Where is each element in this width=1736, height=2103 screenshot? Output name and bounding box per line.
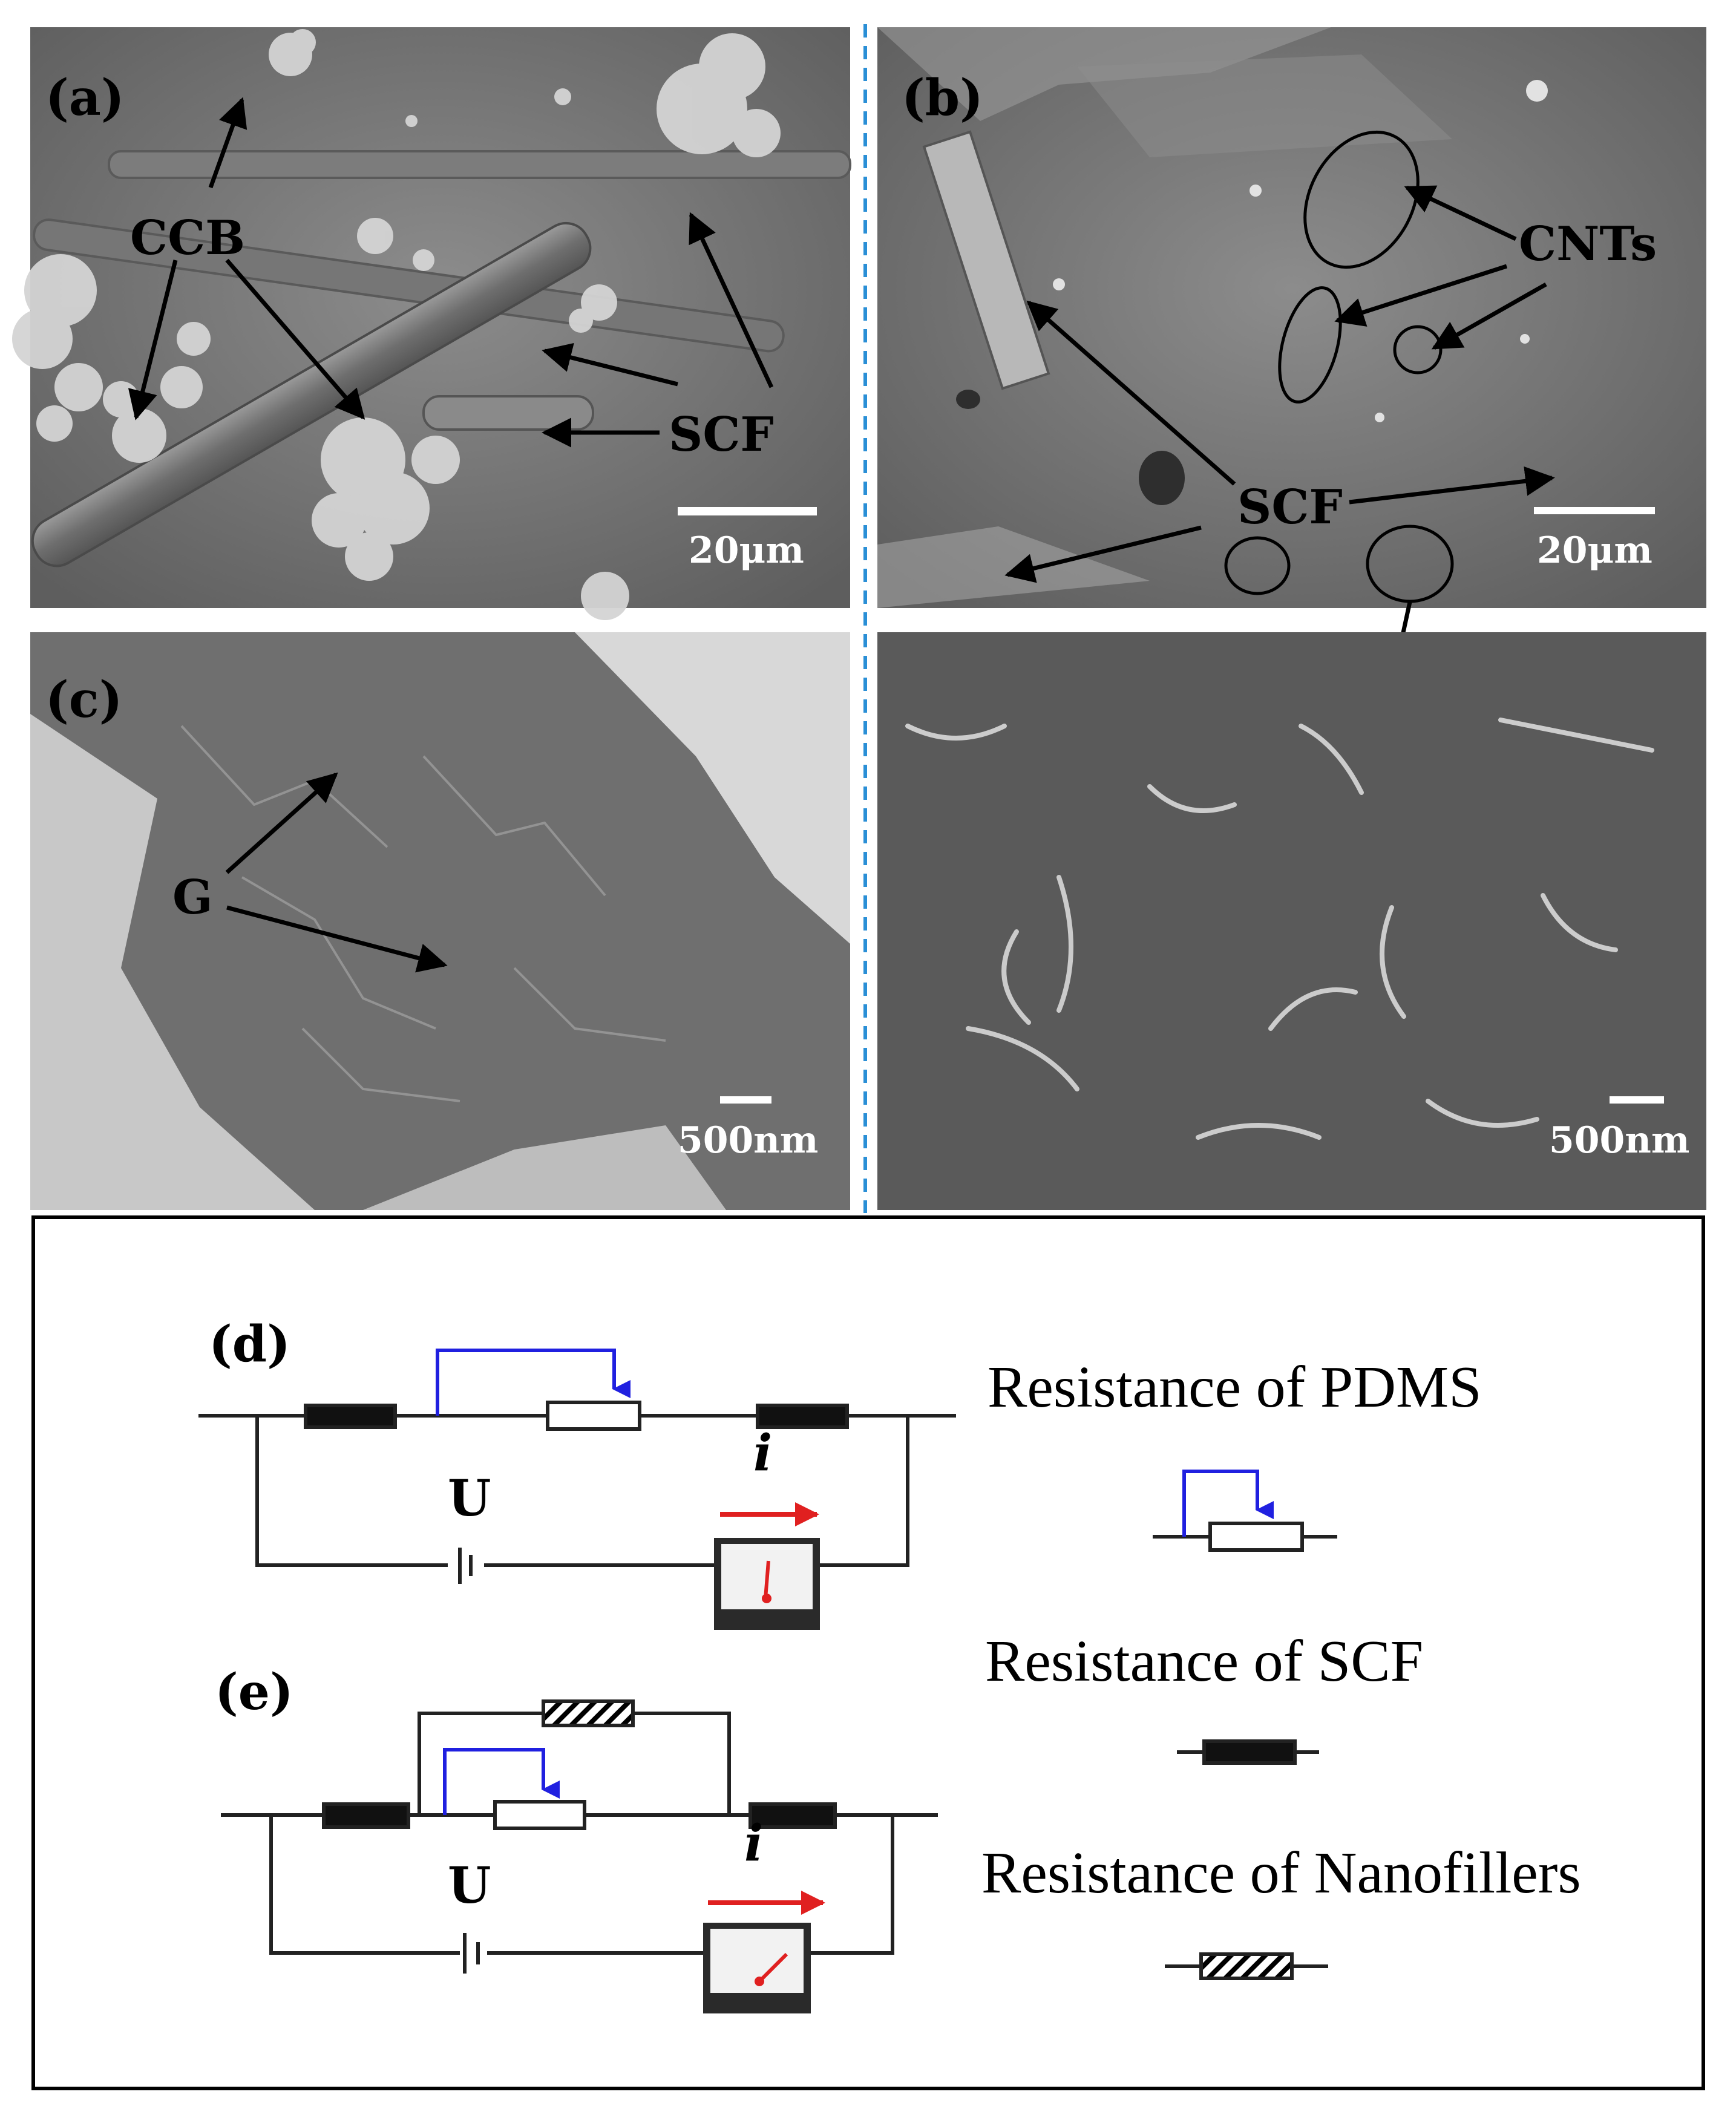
circuit-d-label: (d) — [209, 1315, 290, 1373]
panel-a-scale-bar: 20μm — [678, 507, 817, 572]
circuit-d — [198, 1349, 956, 1584]
circuit-e-current: i — [744, 1814, 763, 1872]
panel-a-scale-label: 20μm — [689, 529, 804, 572]
panel-b-annotation-cnts: CNTs — [1519, 217, 1657, 272]
panel-b-zoom-scale-bar: 500nm — [1549, 1096, 1689, 1162]
panel-c-scale-label: 500nm — [678, 1119, 818, 1162]
legend-pdms-symbol — [1153, 1470, 1337, 1552]
sem-panel-a: (a) CCB SCF 20μm — [12, 27, 851, 620]
legend-pdms-label: Resistance of PDMS — [988, 1355, 1482, 1420]
circuit-box — [31, 1215, 1705, 2090]
legend: Resistance of PDMS Resistance of SCF Res… — [981, 1355, 1581, 1980]
circuit-e — [221, 1699, 938, 1974]
sem-panel-c: (c) G 500nm — [30, 632, 850, 1210]
legend-nanofillers-label: Resistance of Nanofillers — [981, 1840, 1581, 1906]
circuit-e-label: (e) — [215, 1663, 293, 1721]
panel-a-annotation-ccb: CCB — [130, 211, 245, 266]
sem-panel-b: (b) CNTs SCF 20μm — [877, 27, 1706, 744]
sem-panel-b-zoom: 500nm — [877, 632, 1706, 1210]
circuit-d-current: i — [753, 1424, 772, 1482]
panel-a-annotation-scf: SCF — [669, 407, 774, 462]
circuit-e-voltage: U — [448, 1857, 491, 1915]
circuit-d-voltage: U — [448, 1470, 491, 1528]
legend-nanofillers-symbol — [1165, 1952, 1328, 1980]
panel-b-zoom-scale-label: 500nm — [1549, 1119, 1689, 1162]
panel-c-label: (c) — [45, 671, 123, 729]
ammeter-e — [703, 1923, 811, 2013]
panel-b-annotation-scf: SCF — [1237, 480, 1343, 535]
panel-c-annotation-g: G — [172, 870, 213, 925]
panel-a-label: (a) — [45, 69, 125, 127]
legend-scf-symbol — [1177, 1739, 1319, 1765]
panel-b-scale-label: 20μm — [1537, 529, 1652, 572]
ammeter-d — [714, 1538, 820, 1630]
legend-scf-label: Resistance of SCF — [985, 1629, 1423, 1694]
panel-b-scale-bar: 20μm — [1534, 507, 1655, 572]
panel-b-label: (b) — [902, 69, 983, 127]
panel-c-scale-bar: 500nm — [678, 1096, 818, 1162]
